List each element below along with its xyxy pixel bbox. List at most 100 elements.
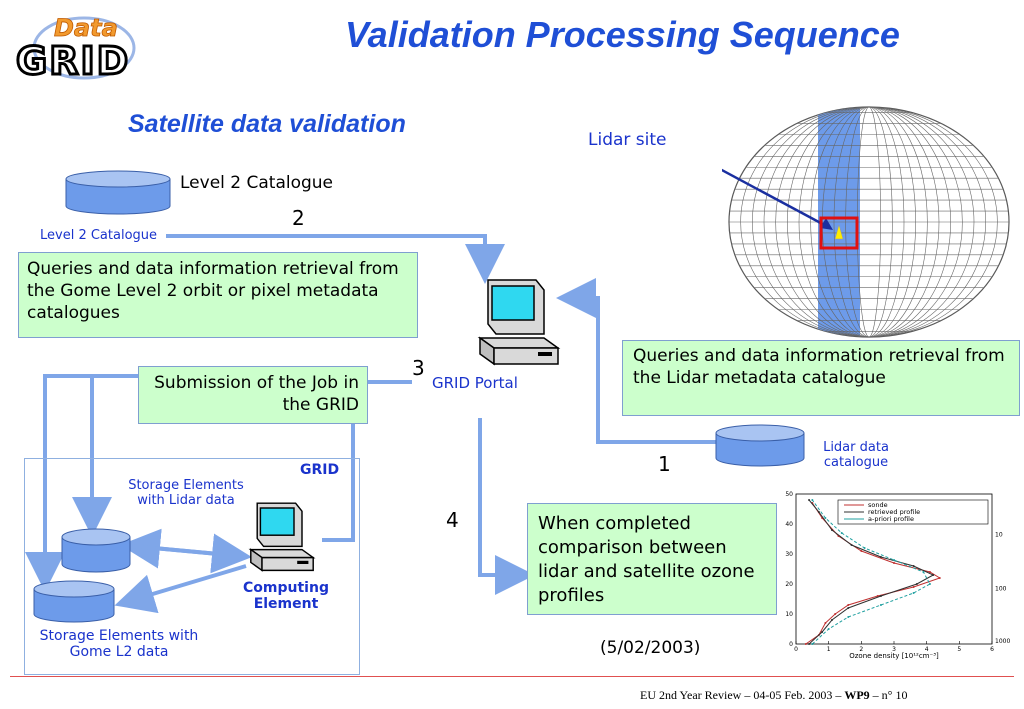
slide-subtitle: Satellite data validation xyxy=(128,110,406,138)
series-point xyxy=(847,616,850,618)
series-point xyxy=(840,532,843,534)
footer-rule xyxy=(10,676,1014,677)
logo-text-grid: GRID xyxy=(16,39,130,80)
series-point xyxy=(879,595,882,597)
series-point xyxy=(824,622,827,624)
series-point xyxy=(912,592,915,594)
line-submission-left xyxy=(25,374,138,592)
y-tick-label: 20 xyxy=(785,581,793,588)
grid-portal-label: GRID Portal xyxy=(432,374,518,392)
grid-portal-computer-icon xyxy=(477,279,561,366)
series-point xyxy=(850,544,853,546)
arrow-step-1 xyxy=(556,278,717,444)
legend-apriori-profile: a-priori profile xyxy=(868,515,914,523)
series-point xyxy=(860,550,863,552)
y-tick-label: 0 xyxy=(789,641,793,648)
series-line-a-priori-profile xyxy=(811,499,931,645)
y-tick-label: 50 xyxy=(785,491,793,498)
right-tick-label: 100 xyxy=(995,586,1007,593)
series-point xyxy=(821,631,824,633)
storage-gome-label: Storage Elements with Gome L2 data xyxy=(39,628,199,660)
chart-legend: sonde retrieved profile a-priori profile xyxy=(837,499,989,525)
right-tick-label: 10 xyxy=(995,532,1003,539)
step-1-number: 1 xyxy=(658,452,671,476)
series-point xyxy=(912,586,915,588)
grid-label: GRID xyxy=(300,462,340,478)
date-label: (5/02/2003) xyxy=(600,638,701,658)
site-triangle-icon xyxy=(834,224,844,240)
step-3-number: 3 xyxy=(412,356,425,380)
step-4-number: 4 xyxy=(446,508,459,532)
level2-catalogue-cylinder xyxy=(65,170,171,215)
series-point xyxy=(912,565,915,567)
storage-lidar-label: Storage Elements with Lidar data xyxy=(128,478,244,508)
arrow-step-2 xyxy=(166,234,505,284)
queries-lidar-box: Queries and data information retrieval f… xyxy=(622,340,1020,416)
legend-sonde: sonde xyxy=(868,501,888,509)
series-point xyxy=(827,628,830,630)
level2-catalogue-small-label: Level 2 Catalogue xyxy=(40,228,158,243)
queries-gome-box: Queries and data information retrieval f… xyxy=(18,252,418,338)
series-point xyxy=(932,574,935,576)
series-point xyxy=(879,556,882,558)
arrow-head xyxy=(820,218,833,230)
lidar-data-catalogue-label: Lidar data catalogue xyxy=(823,440,889,470)
footer-prefix: EU 2nd Year Review – 04-05 Feb. 2003 – xyxy=(640,688,845,702)
x-tick-label: 3 xyxy=(892,646,896,653)
x-tick-label: 6 xyxy=(990,646,994,653)
x-tick-label: 2 xyxy=(859,646,863,653)
line-submission-down xyxy=(322,424,355,542)
y-tick-label: 10 xyxy=(785,611,793,618)
series-point xyxy=(824,517,827,519)
lidar-site-marker xyxy=(819,216,859,250)
series-point xyxy=(938,577,941,579)
series-point xyxy=(830,619,833,621)
step-2-number: 2 xyxy=(292,206,305,230)
arrow-compute-gome xyxy=(114,564,247,614)
series-point xyxy=(811,643,814,645)
series-point xyxy=(879,604,882,606)
series-point xyxy=(811,499,814,501)
series-point xyxy=(922,571,925,573)
y-tick-label: 40 xyxy=(785,521,793,528)
comparison-box: When completed comparison between lidar … xyxy=(527,503,777,615)
globe-illustration xyxy=(722,106,1010,338)
lidar-site-pointer xyxy=(722,168,831,230)
chart-xlabel: Ozone density [10¹²cm⁻³] xyxy=(849,652,939,660)
arrow-lidar-compute xyxy=(131,533,252,574)
series-point xyxy=(817,511,820,513)
series-point xyxy=(808,499,811,501)
slide-title: Validation Processing Sequence xyxy=(345,14,900,55)
series-point xyxy=(893,562,895,564)
series-point xyxy=(928,571,931,573)
logo-text-data: Data xyxy=(54,14,118,42)
series-point xyxy=(915,583,918,585)
series-point xyxy=(830,529,833,531)
series-point xyxy=(847,604,850,606)
series-point xyxy=(847,607,850,609)
series-point xyxy=(808,643,811,645)
footer-suffix: – n° 10 xyxy=(869,688,908,702)
series-point xyxy=(928,583,931,585)
y-tick-label: 30 xyxy=(785,551,793,558)
series-point xyxy=(893,559,895,561)
series-point xyxy=(834,613,837,615)
computing-element-icon xyxy=(248,502,316,572)
right-tick-label: 1000 xyxy=(995,638,1010,645)
x-tick-label: 4 xyxy=(925,646,929,653)
lidar-site-label: Lidar site xyxy=(588,130,667,150)
grid-frame xyxy=(24,458,360,675)
series-point xyxy=(804,643,807,645)
legend-retrieved-profile: retrieved profile xyxy=(868,508,920,516)
series-point xyxy=(863,547,866,549)
level2-catalogue-heading: Level 2 Catalogue xyxy=(180,173,334,193)
footer-wp: WP9 xyxy=(844,688,870,702)
x-tick-label: 1 xyxy=(827,646,831,653)
arrow-step-4 xyxy=(478,418,535,595)
footer-text: EU 2nd Year Review – 04-05 Feb. 2003 – W… xyxy=(640,688,907,703)
lidar-catalogue-cylinder xyxy=(715,424,805,467)
storage-lidar-cylinder xyxy=(61,528,131,573)
submission-box: Submission of the Job in the GRID xyxy=(138,366,368,424)
